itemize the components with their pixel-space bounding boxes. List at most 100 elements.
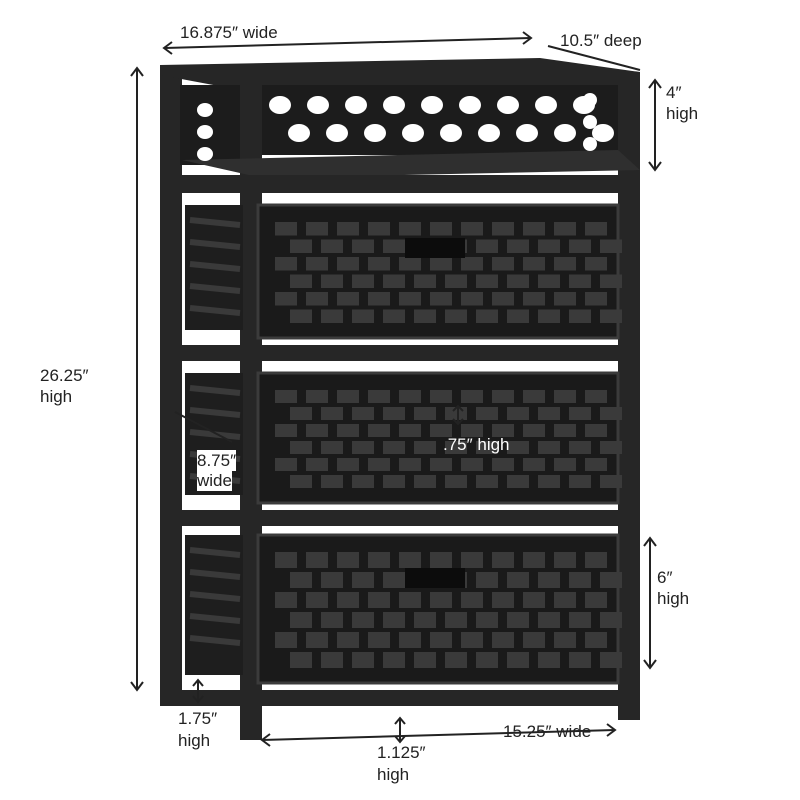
openwork-hole [345,96,367,114]
openwork-hole [197,147,213,161]
weave-strip [507,441,529,454]
weave-strip [523,424,545,437]
weave-strip [189,261,241,272]
weave-strip [600,239,622,253]
weave-strip [368,632,390,648]
weave-strip [290,407,312,420]
weave-strip [414,652,436,668]
weave-strip [538,572,560,588]
weave-strip [492,458,514,471]
weave-strip [554,552,576,568]
weave-strip [189,591,241,602]
weave-strip [585,424,607,437]
openwork-hole [592,124,614,142]
weave-strip [476,407,498,420]
openwork-hole [583,93,597,107]
weave-strip [399,222,421,236]
drawer-3[interactable] [185,533,622,685]
weave-strip [321,274,343,288]
weave-strip [275,257,297,271]
weave-strip [523,592,545,608]
bottom-rail [160,690,640,706]
weave-strip [554,222,576,236]
weave-strip [189,283,241,294]
shelf-rail-2 [160,510,640,526]
tray-floor [182,150,640,178]
weave-strip [306,424,328,437]
weave-strip [306,390,328,403]
openwork-hole [583,115,597,129]
weave-strip [321,475,343,488]
weave-strip [585,552,607,568]
weave-strip [600,475,622,488]
weave-strip [321,239,343,253]
weave-strip [352,612,374,628]
weave-strip [585,458,607,471]
weave-strip [414,274,436,288]
weave-strip [368,390,390,403]
weave-strip [523,292,545,306]
weave-strip [507,309,529,323]
weave-strip [507,274,529,288]
shelf-rail-1 [160,345,640,361]
tray-height-value: 4″ [666,83,682,102]
weave-strip [600,652,622,668]
openwork-hole [516,124,538,142]
weave-strip [554,292,576,306]
bottom-rail-unit: high [377,765,410,784]
weave-strip [523,390,545,403]
drawer-1[interactable] [185,203,622,340]
weave-strip [290,239,312,253]
weave-strip [554,632,576,648]
weave-strip [368,424,390,437]
weave-strip [321,441,343,454]
weave-strip [492,292,514,306]
weave-strip [337,632,359,648]
weave-strip [430,592,452,608]
weave-strip [492,257,514,271]
weave-strip [383,239,405,253]
bottom-rail-value: 1.125″ [377,743,426,762]
weave-strip [569,309,591,323]
drawer-height-value: 6″ [657,568,673,587]
weave-strip [368,552,390,568]
weave-strip [492,390,514,403]
weave-strip [600,572,622,588]
weave-strip [492,552,514,568]
weave-strip [507,572,529,588]
weave-strip [275,592,297,608]
weave-strip [461,222,483,236]
tray-front-rail [160,175,640,193]
weave-strip [569,475,591,488]
weave-strip [492,424,514,437]
weave-strip [569,612,591,628]
weave-strip [414,309,436,323]
weave-strip [189,407,241,418]
weave-strip [352,274,374,288]
weave-strip [383,274,405,288]
drawer-height-unit: high [657,589,690,608]
weave-strip [538,612,560,628]
weave-strip [569,441,591,454]
weave-strip [399,390,421,403]
weave-strip [507,475,529,488]
weave-strip [507,239,529,253]
weave-strip [569,652,591,668]
weave-strip [290,309,312,323]
leg-height-unit: high [178,731,211,750]
weave-strip [430,424,452,437]
overall-width-label: 16.875″ wide [180,23,278,42]
weave-strip [569,572,591,588]
weave-strip [275,222,297,236]
weave-strip [368,292,390,306]
weave-strip [352,407,374,420]
openwork-hole [364,124,386,142]
weave-strip [337,424,359,437]
weave-strip [461,552,483,568]
weave-strip [476,239,498,253]
openwork-hole [478,124,500,142]
weave-strip [585,292,607,306]
weave-strip [476,475,498,488]
openwork-hole [288,124,310,142]
right-post [618,75,640,720]
